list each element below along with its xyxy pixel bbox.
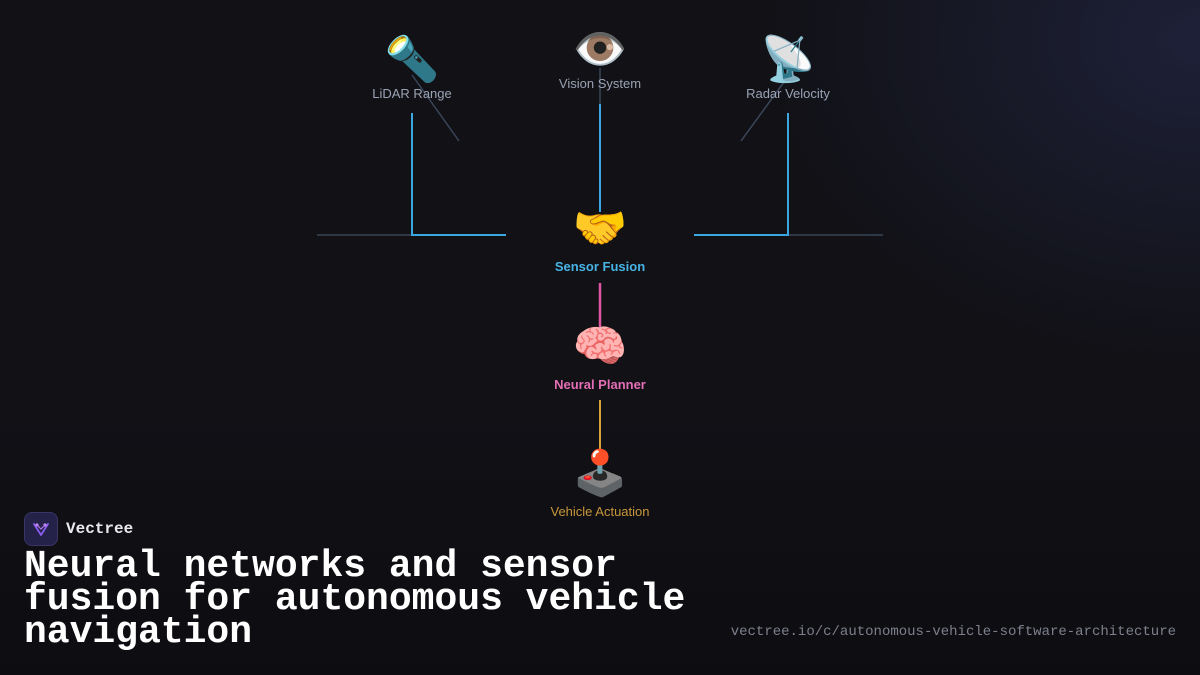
brain-icon: 🧠: [572, 322, 628, 371]
source-url: vectree.io/c/autonomous-vehicle-software…: [730, 624, 1176, 640]
handshake-icon: 🤝: [572, 204, 628, 253]
node-label: Vehicle Actuation: [550, 504, 650, 519]
joystick-icon: 🕹️: [572, 449, 628, 498]
guide-line-lidar-diagonal: [411, 74, 460, 142]
node-sensor-fusion: 🤝 Sensor Fusion: [530, 204, 670, 275]
vectree-logo-icon: [24, 512, 58, 546]
brand: Vectree: [24, 512, 133, 546]
node-label: Vision System: [558, 76, 642, 91]
link-radar-to-fusion: [694, 113, 789, 236]
page-title: Neural networks and sensor fusion for au…: [24, 545, 686, 654]
eye-icon: 👁️: [572, 25, 628, 74]
node-label: Sensor Fusion: [554, 259, 646, 274]
node-vehicle-actuation: 🕹️ Vehicle Actuation: [530, 449, 670, 520]
node-lidar-range: 🔦 LiDAR Range: [342, 35, 482, 102]
node-label: LiDAR Range: [372, 86, 452, 101]
guide-line-radar-diagonal: [740, 81, 785, 142]
node-neural-planner: 🧠 Neural Planner: [530, 322, 670, 393]
node-vision-system: 👁️ Vision System: [530, 25, 670, 92]
node-radar-velocity: 📡 Radar Velocity: [718, 35, 858, 102]
node-label: Neural Planner: [554, 377, 646, 392]
node-label: Radar Velocity: [746, 86, 830, 101]
brand-name: Vectree: [66, 520, 134, 538]
satellite-antenna-icon: 📡: [760, 35, 816, 84]
flashlight-icon: 🔦: [384, 35, 440, 84]
link-lidar-to-fusion: [411, 113, 506, 236]
